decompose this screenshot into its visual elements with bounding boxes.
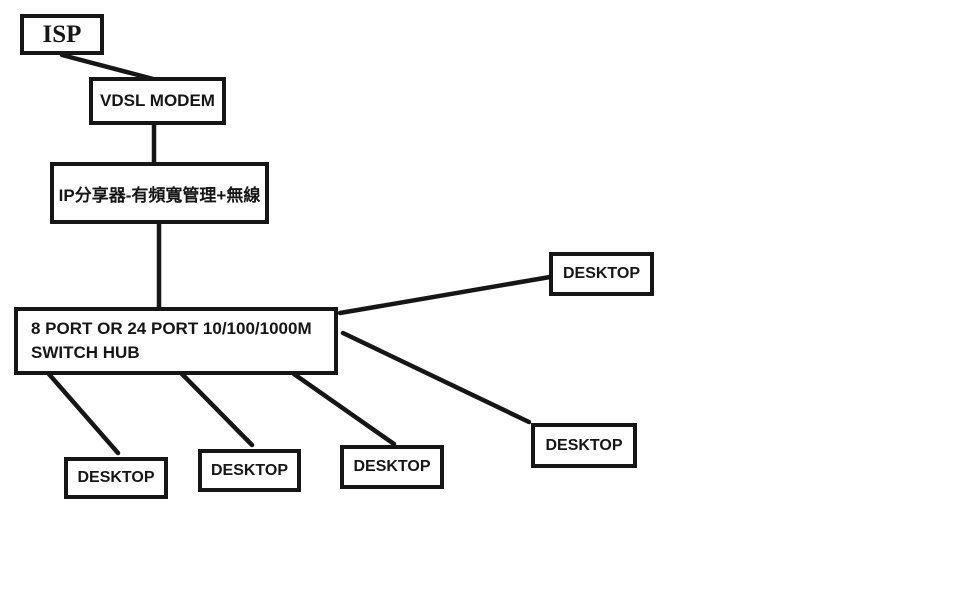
node-desktop-bottom-1: DESKTOP [64, 457, 168, 499]
node-switch-hub-label-line2: SWITCH HUB [31, 343, 140, 362]
node-ip-router: IP分享器-有頻寬管理+無線 [50, 162, 269, 224]
node-isp: ISP [20, 14, 104, 55]
node-desktop-mid-right: DESKTOP [531, 423, 637, 468]
node-desktop-bottom-3: DESKTOP [340, 445, 444, 489]
node-isp-label: ISP [42, 20, 82, 48]
edge-switch-desktop-top-right [337, 274, 553, 316]
node-switch-hub-label-line1: 8 PORT OR 24 PORT 10/100/1000M [31, 319, 312, 338]
node-vdsl-modem: VDSL MODEM [89, 77, 226, 125]
edge-switch-desktop-bottom-3 [291, 371, 397, 447]
node-vdsl-modem-label: VDSL MODEM [100, 91, 215, 110]
node-desktop-label: DESKTOP [77, 469, 155, 486]
edge-switch-desktop-bottom-2 [178, 370, 255, 448]
edge-isp-vdsl-modem [59, 52, 160, 83]
node-ip-router-label: IP分享器-有頻寬管理+無線 [58, 185, 261, 205]
node-switch-hub: 8 PORT OR 24 PORT 10/100/1000M SWITCH HU… [14, 307, 338, 375]
node-desktop-top-right: DESKTOP [549, 252, 654, 296]
node-desktop-label: DESKTOP [562, 265, 641, 282]
node-desktop-label: DESKTOP [210, 461, 289, 479]
edge-switch-desktop-bottom-1 [45, 370, 121, 456]
node-desktop-label: DESKTOP [353, 458, 431, 475]
edge-switch-desktop-mid-right [340, 330, 532, 425]
node-desktop-label: DESKTOP [545, 436, 623, 454]
node-desktop-bottom-2: DESKTOP [198, 449, 301, 492]
